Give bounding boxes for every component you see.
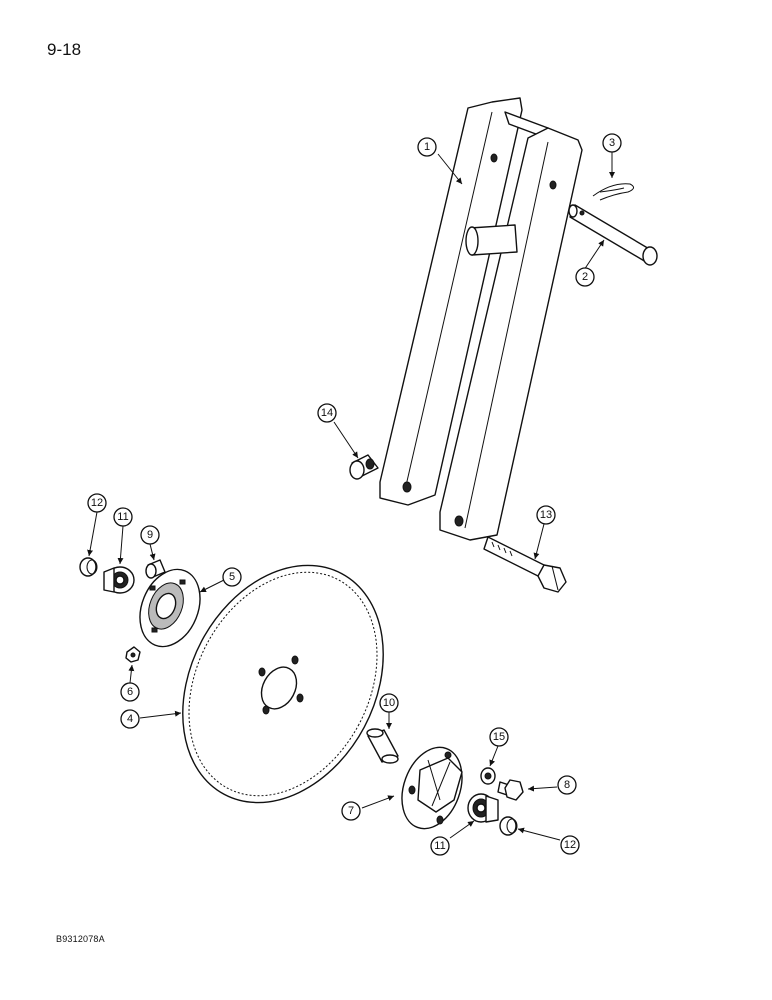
svg-text:14: 14 (321, 407, 333, 419)
svg-text:6: 6 (127, 686, 133, 698)
svg-text:12: 12 (564, 839, 576, 851)
callout-5: 5 (222, 567, 242, 587)
bushing-9 (145, 559, 166, 579)
pin (568, 204, 658, 266)
svg-text:15: 15 (493, 731, 505, 743)
callout-4: 4 (120, 709, 140, 729)
callout-1: 1 (417, 137, 437, 157)
document-code: B9312078A (56, 934, 105, 944)
callout-12-inner: 12 (87, 493, 107, 513)
bearing-inner (103, 566, 135, 594)
callout-3: 3 (602, 133, 622, 153)
svg-text:4: 4 (127, 713, 133, 725)
seal-inner (79, 557, 98, 577)
callout-9: 9 (140, 525, 160, 545)
hub-outer (401, 746, 463, 830)
svg-text:7: 7 (348, 805, 354, 817)
svg-text:3: 3 (609, 137, 615, 149)
callout-13: 13 (536, 505, 556, 525)
callout-12-outer: 12 (560, 835, 580, 855)
svg-text:9: 9 (147, 529, 153, 541)
callout-10: 10 (379, 693, 399, 713)
nut (125, 646, 141, 663)
washer (480, 767, 496, 785)
svg-text:5: 5 (229, 571, 235, 583)
page-number: 9-18 (47, 40, 82, 59)
callout-14: 14 (317, 403, 337, 423)
seal-outer (499, 816, 518, 836)
spacer-bushing (349, 454, 379, 480)
callout-11-outer: 11 (430, 836, 450, 856)
leader-lines (87, 151, 615, 841)
callout-2: 2 (575, 267, 595, 287)
svg-text:13: 13 (540, 509, 552, 521)
svg-text:11: 11 (434, 840, 445, 852)
svg-text:10: 10 (383, 697, 395, 709)
callout-7: 7 (341, 801, 361, 821)
hair-pin-clip (592, 183, 634, 201)
svg-text:12: 12 (91, 497, 103, 509)
cap-screw (497, 779, 524, 801)
disc-blade (182, 564, 384, 804)
svg-text:2: 2 (582, 271, 588, 283)
spacer-tube (366, 728, 399, 764)
callout-15: 15 (489, 727, 509, 747)
bolt (483, 536, 567, 593)
hub-inner (139, 568, 201, 648)
bearing-outer (467, 793, 499, 823)
callout-6: 6 (120, 682, 140, 702)
svg-text:8: 8 (564, 779, 570, 791)
svg-text:1: 1 (424, 141, 430, 153)
callout-8: 8 (557, 775, 577, 795)
arm-assembly (379, 97, 583, 541)
callout-11-inner: 11 (113, 507, 133, 527)
svg-text:11: 11 (117, 511, 128, 523)
